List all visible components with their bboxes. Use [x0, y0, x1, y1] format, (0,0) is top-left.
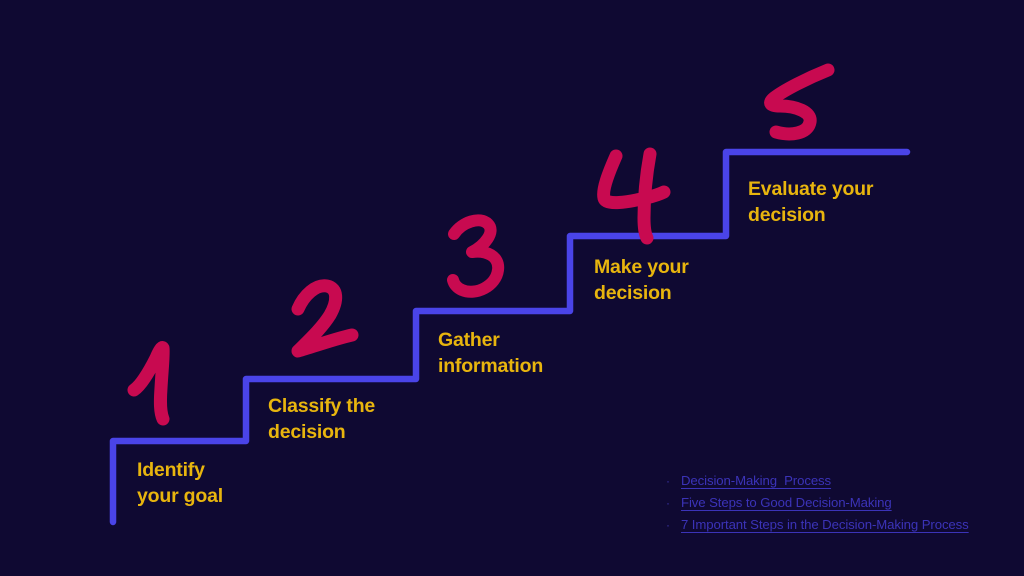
step-number-4-glyph	[597, 147, 671, 245]
list-item: · Five Steps to Good Decision-Making	[664, 496, 1014, 509]
list-item: · Decision-Making Process	[664, 474, 1014, 487]
step-number-2-glyph	[291, 279, 359, 358]
list-item: · 7 Important Steps in the Decision-Maki…	[664, 518, 1014, 531]
step-label-2: Classify the decision	[268, 395, 376, 443]
step-number-1-glyph	[127, 341, 170, 426]
bullet-icon: ·	[666, 474, 670, 488]
step-number-3-glyph	[447, 214, 505, 298]
bullet-icon: ·	[666, 518, 670, 533]
step-label-5: Evaluate your decision	[748, 178, 874, 226]
step-number-5-glyph	[764, 63, 835, 141]
link-five-steps-to-good-decision-making[interactable]: Five Steps to Good Decision-Making	[681, 495, 892, 511]
step-label-1: Identify your goal	[137, 459, 223, 507]
step-label-3: Gather information	[438, 329, 544, 377]
step-label-4: Make your decision	[594, 256, 689, 304]
link-7-important-steps[interactable]: 7 Important Steps in the Decision-Making…	[681, 517, 969, 533]
bullet-icon: ·	[666, 496, 670, 511]
link-decision-making-process[interactable]: Decision-Making Process	[681, 473, 832, 488]
reference-links-list: · Decision-Making Process · Five Steps t…	[664, 474, 1014, 541]
